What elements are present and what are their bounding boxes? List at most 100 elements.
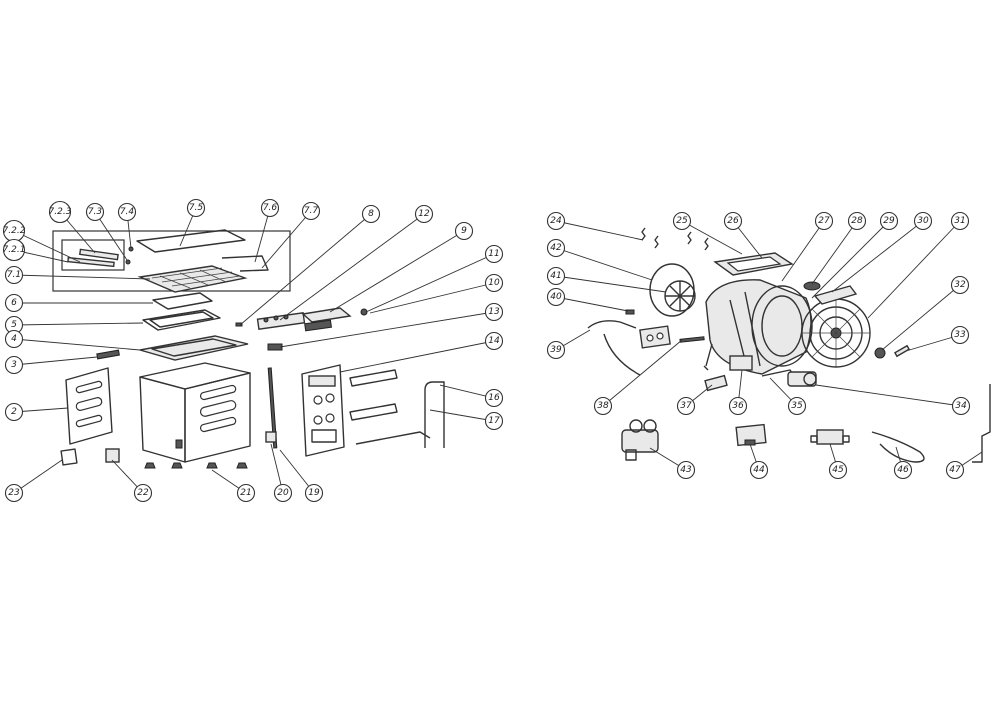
- callout-number: 25: [676, 216, 688, 226]
- part-23: [60, 448, 78, 466]
- part-2-slot-3: [75, 414, 103, 428]
- callout-circle: [186, 198, 206, 218]
- callout-circle: [546, 266, 566, 286]
- callout-36: 36: [728, 396, 748, 416]
- callout-12: 12: [414, 204, 434, 224]
- leader-line: [681, 220, 743, 255]
- callout-46: 46: [893, 460, 913, 480]
- part-2: [65, 367, 113, 445]
- callout-circle: [484, 411, 504, 431]
- part-40: [625, 309, 635, 315]
- part-3: [96, 349, 120, 360]
- callout-25: 25: [672, 211, 692, 231]
- part-2-slot-2: [75, 397, 103, 411]
- leader-line: [602, 339, 683, 407]
- callout-circle: [2, 238, 26, 262]
- callout-number: 11: [488, 249, 499, 259]
- part-36: [729, 355, 753, 371]
- callout-number: 21: [240, 488, 251, 498]
- part-7-6: [221, 255, 269, 272]
- callout-number: 45: [832, 465, 844, 475]
- part-20: [265, 431, 277, 443]
- callout-7-5: 7.5: [186, 198, 206, 218]
- callout-circle: [48, 200, 72, 224]
- callout-14: 14: [484, 331, 504, 351]
- callout-number: 4: [11, 334, 17, 344]
- callout-number: 6: [11, 298, 17, 308]
- callout-47: 47: [945, 460, 965, 480]
- leader-line: [339, 340, 495, 373]
- callout-7-2-3: 7.2.3: [48, 200, 72, 224]
- callout-number: 28: [851, 216, 863, 226]
- callout-35: 35: [787, 396, 807, 416]
- callout-number: 7.2.2: [3, 226, 26, 236]
- callout-circle: [4, 293, 24, 313]
- callout-circle: [546, 211, 566, 231]
- part-13: [267, 343, 283, 351]
- callout-number: 13: [488, 307, 500, 317]
- callout-45: 45: [828, 460, 848, 480]
- callout-16: 16: [484, 388, 504, 408]
- tub-assembly: [705, 279, 813, 375]
- callout-7-7: 7.7: [301, 201, 321, 221]
- left-assembly: [52, 229, 445, 469]
- part-19: [267, 367, 278, 449]
- callout-number: 5: [11, 320, 17, 330]
- callout-number: 14: [488, 336, 500, 346]
- callout-circle: [414, 204, 434, 224]
- callout-circle: [546, 238, 566, 258]
- leader-line: [781, 220, 825, 282]
- callout-5: 5: [4, 315, 24, 335]
- leader-line: [555, 296, 629, 312]
- callout-number: 38: [597, 401, 609, 411]
- callout-20: 20: [273, 483, 293, 503]
- callout-10: 10: [484, 273, 504, 293]
- callout-number: 22: [137, 488, 149, 498]
- part-7-2-1: [67, 256, 115, 268]
- part-5-inner: [149, 311, 214, 328]
- part-24-springs: [641, 227, 709, 251]
- leader-line: [905, 334, 961, 352]
- callout-6: 6: [4, 293, 24, 313]
- part-26-inner: [726, 256, 782, 272]
- leader-line: [811, 220, 858, 285]
- leader-line: [555, 247, 653, 281]
- callout-circle: [950, 211, 970, 231]
- callout-circle: [951, 396, 971, 416]
- callout-number: 41: [550, 271, 561, 281]
- part-12: [256, 312, 306, 330]
- part-28: [803, 281, 821, 291]
- callout-number: 31: [954, 216, 965, 226]
- leader-line: [13, 338, 141, 351]
- callout-number: 40: [550, 292, 562, 302]
- callout-number: 46: [897, 465, 909, 475]
- callout-number: 7.6: [263, 203, 278, 213]
- callout-2: 2: [4, 402, 24, 422]
- callout-circle: [133, 483, 153, 503]
- part-9: [301, 307, 352, 323]
- leader-line: [261, 210, 312, 269]
- part-39: [587, 320, 641, 376]
- callout-number: 29: [883, 216, 895, 226]
- part-32: [874, 347, 886, 359]
- callout-37: 37: [676, 396, 696, 416]
- leader-line: [239, 213, 372, 326]
- right-assembly: [587, 227, 991, 463]
- part-7-3: [125, 259, 131, 265]
- callout-circle: [4, 355, 24, 375]
- part-38-strip: [679, 336, 705, 343]
- part-7-1: [137, 265, 248, 293]
- callout-number: 7.2.1: [3, 245, 26, 255]
- callout-23: 23: [4, 483, 24, 503]
- callout-circle: [814, 211, 834, 231]
- part-41: [664, 280, 696, 312]
- part-31: [801, 298, 871, 368]
- leader-line: [369, 282, 495, 314]
- callout-circle: [484, 244, 504, 264]
- callout-number: 34: [955, 401, 967, 411]
- callout-4: 4: [4, 329, 24, 349]
- callout-circle: [723, 211, 743, 231]
- callout-circle: [484, 273, 504, 293]
- callout-42: 42: [546, 238, 566, 258]
- part-16: [424, 381, 445, 448]
